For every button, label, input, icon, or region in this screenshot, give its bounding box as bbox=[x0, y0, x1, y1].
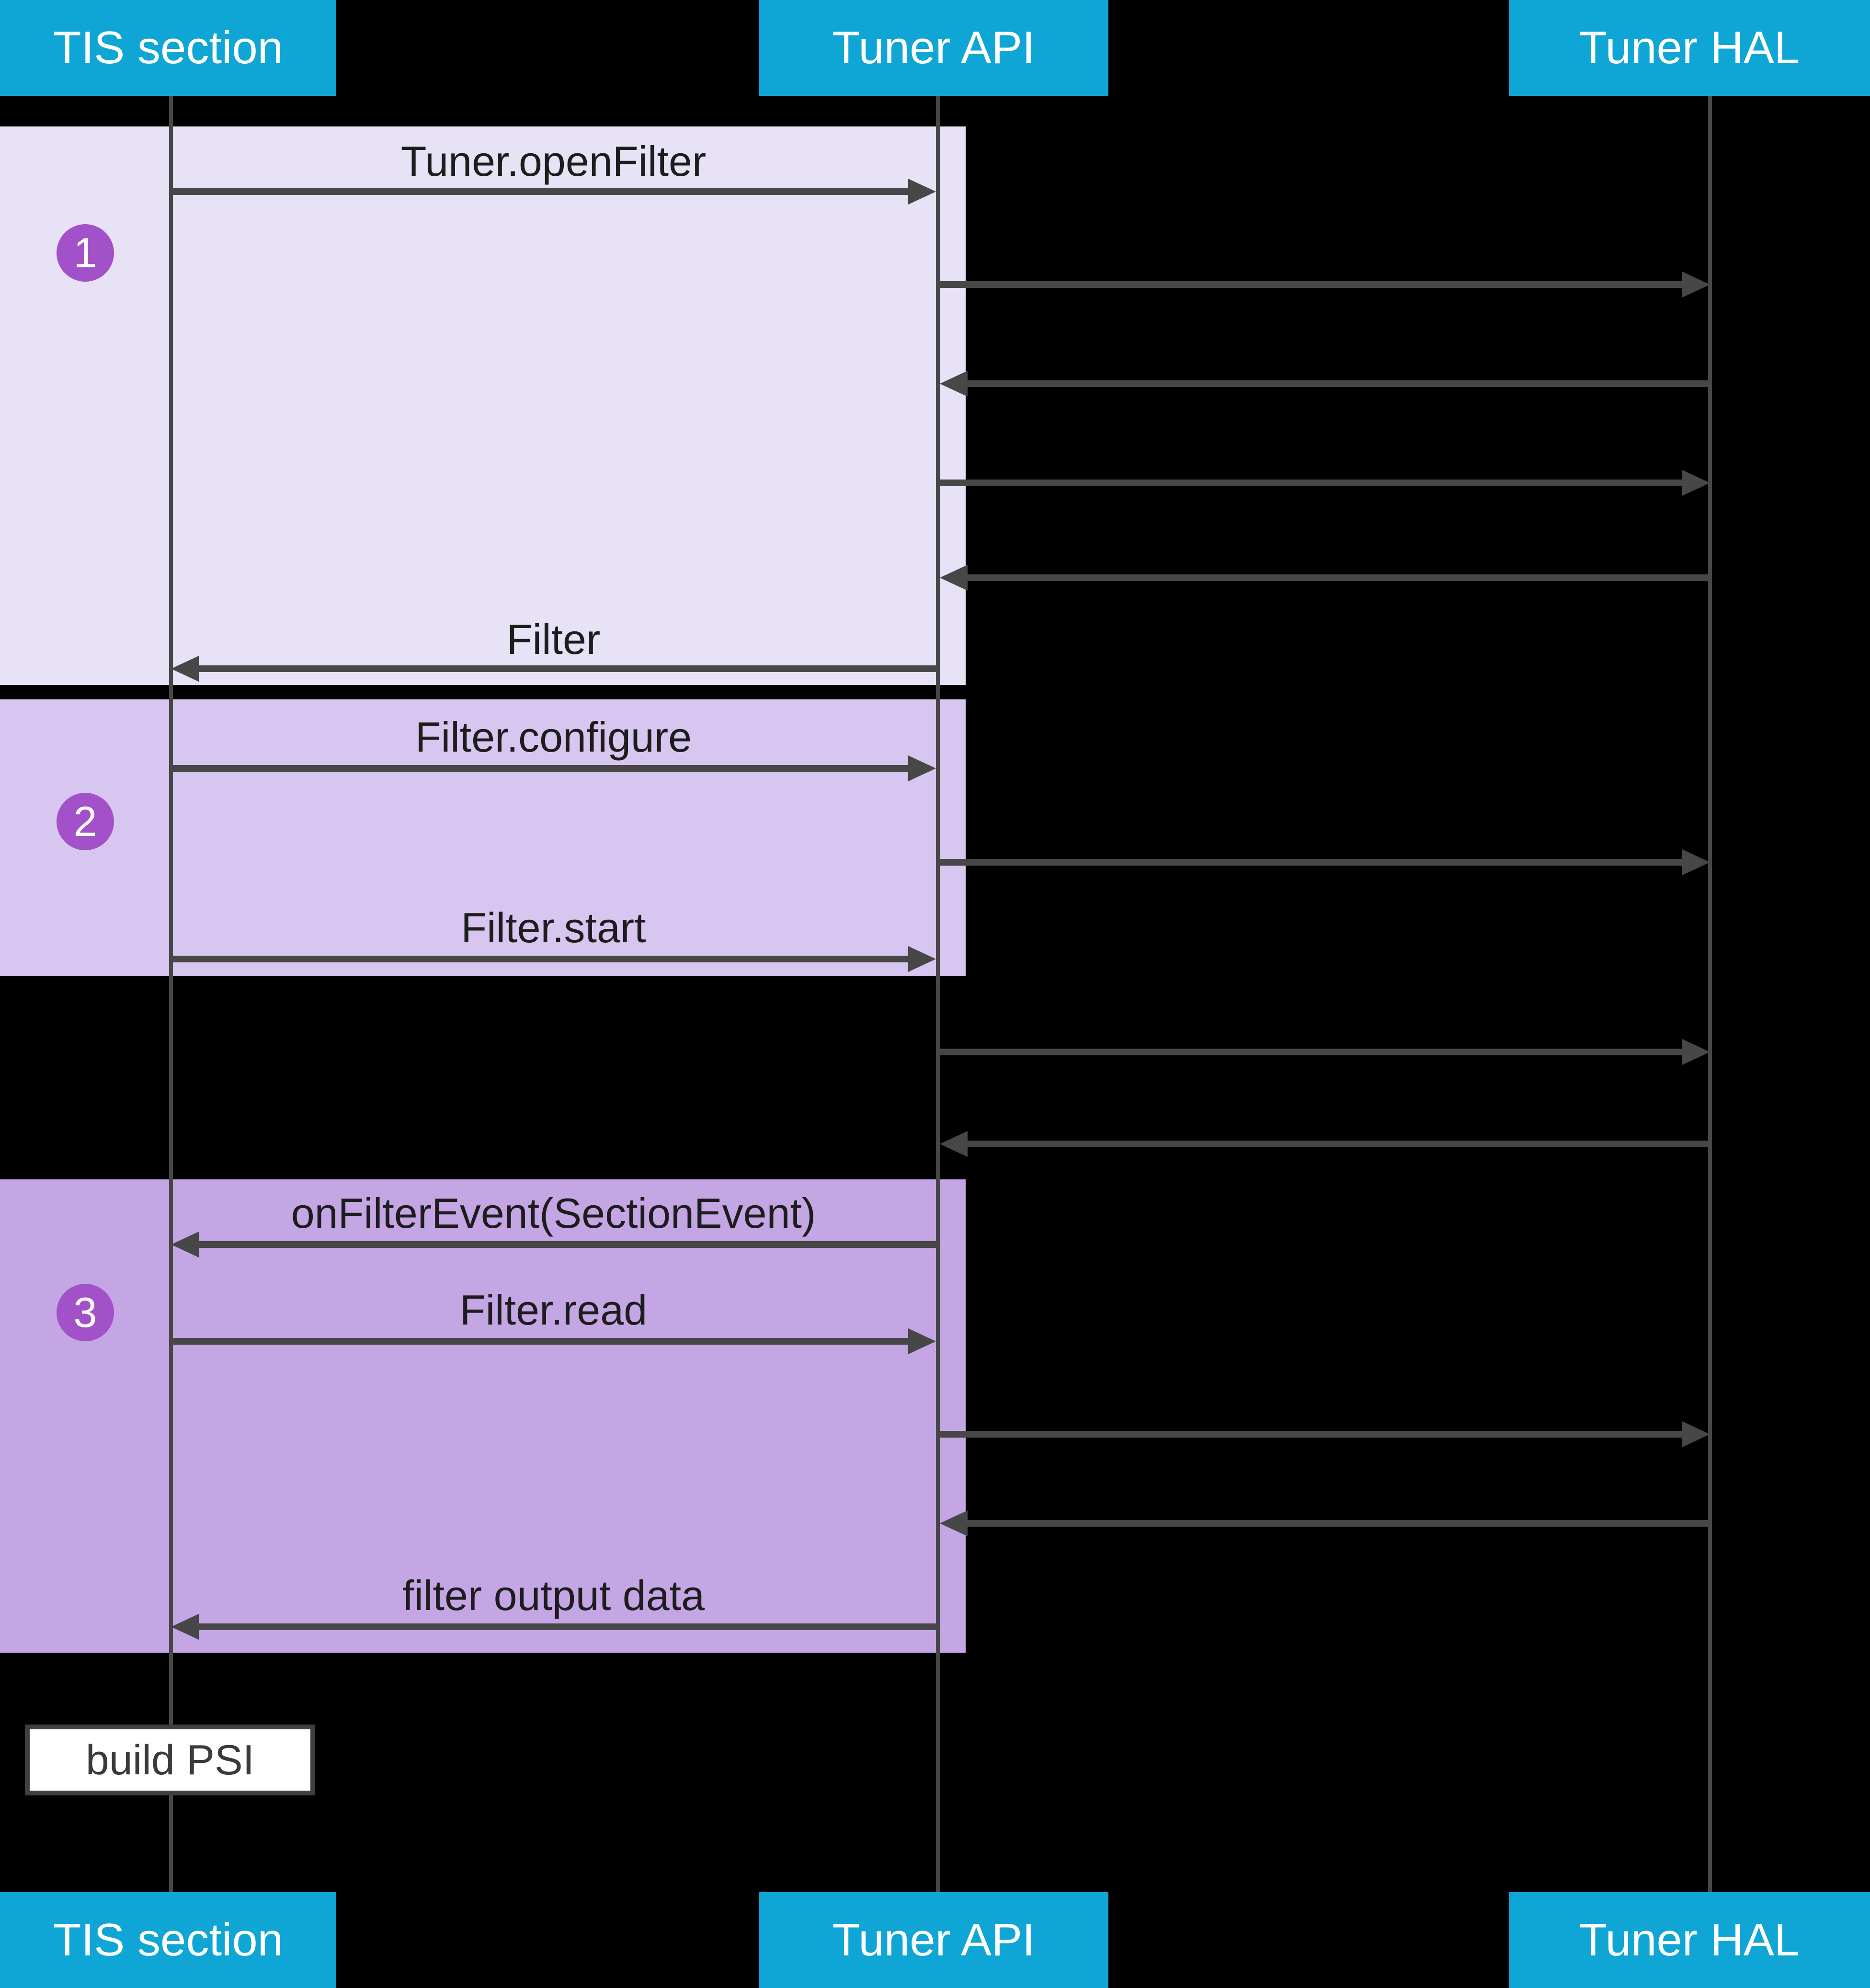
arrow-hal-to-api-2 bbox=[940, 565, 1710, 591]
participant-header-hal-bottom: Tuner HAL bbox=[1509, 1892, 1870, 1988]
arrow-api-to-hal-3 bbox=[940, 849, 1710, 875]
step-2-band bbox=[0, 699, 966, 976]
arrow-shaft bbox=[171, 1338, 911, 1345]
participant-header-hal-top: Tuner HAL bbox=[1509, 0, 1870, 96]
arrow-api-to-hal-2 bbox=[940, 470, 1710, 496]
message-label-filter-start: Filter.start bbox=[461, 904, 646, 951]
arrow-shaft bbox=[171, 188, 911, 195]
arrow-shaft bbox=[965, 1141, 1710, 1147]
arrow-api-to-hal-1 bbox=[940, 272, 1710, 297]
arrow-filter-read bbox=[171, 1328, 936, 1354]
message-label-tuner-openfilter: Tuner.openFilter bbox=[400, 137, 707, 185]
arrow-shaft bbox=[940, 1431, 1685, 1438]
step-3-badge: 3 bbox=[57, 1284, 114, 1341]
message-label-filter-return: Filter bbox=[506, 616, 601, 663]
message-label-filter-read: Filter.read bbox=[459, 1286, 648, 1334]
arrow-shaft bbox=[171, 765, 911, 772]
arrow-hal-to-api-3 bbox=[940, 1131, 1710, 1157]
arrow-filter-output-data bbox=[171, 1614, 936, 1640]
participant-header-tis-bottom: TIS section bbox=[0, 1892, 336, 1988]
arrow-onfilterevent bbox=[171, 1232, 936, 1257]
message-label-filter-output-data: filter output data bbox=[402, 1572, 705, 1619]
arrow-shaft bbox=[171, 956, 911, 962]
participant-header-tis-top: TIS section bbox=[0, 0, 336, 96]
arrow-shaft bbox=[940, 281, 1685, 288]
arrow-shaft bbox=[940, 1049, 1685, 1055]
message-label-filter-configure: Filter.configure bbox=[415, 713, 692, 761]
arrow-shaft bbox=[940, 859, 1685, 866]
arrow-filter-return bbox=[171, 656, 936, 682]
step-1-band bbox=[0, 126, 966, 685]
arrow-shaft bbox=[196, 665, 936, 672]
lifeline-tuner-api bbox=[936, 96, 940, 1892]
step-3-band bbox=[0, 1179, 966, 1653]
lifeline-tis-section bbox=[169, 96, 173, 1892]
arrow-shaft bbox=[965, 380, 1710, 387]
arrow-filter-start bbox=[171, 946, 936, 972]
arrow-shaft bbox=[196, 1241, 936, 1248]
message-label-onfilterevent: onFilterEvent(SectionEvent) bbox=[291, 1189, 816, 1237]
arrow-shaft bbox=[196, 1623, 936, 1630]
participant-header-api-top: Tuner API bbox=[759, 0, 1108, 96]
arrow-api-to-hal-5 bbox=[940, 1421, 1710, 1447]
step-1-badge: 1 bbox=[57, 224, 114, 282]
arrow-shaft bbox=[940, 480, 1685, 486]
arrow-api-to-hal-4 bbox=[940, 1039, 1710, 1065]
arrow-shaft bbox=[965, 574, 1710, 581]
participant-header-api-bottom: Tuner API bbox=[759, 1892, 1108, 1988]
arrow-hal-to-api-4 bbox=[940, 1510, 1710, 1536]
arrow-filter-configure bbox=[171, 755, 936, 781]
arrow-hal-to-api-1 bbox=[940, 371, 1710, 397]
build-psi-note: build PSI bbox=[25, 1725, 315, 1795]
lifeline-tuner-hal bbox=[1708, 96, 1712, 1892]
step-2-badge: 2 bbox=[57, 793, 114, 850]
arrow-shaft bbox=[965, 1520, 1710, 1527]
arrow-tuner-openfilter bbox=[171, 179, 936, 205]
